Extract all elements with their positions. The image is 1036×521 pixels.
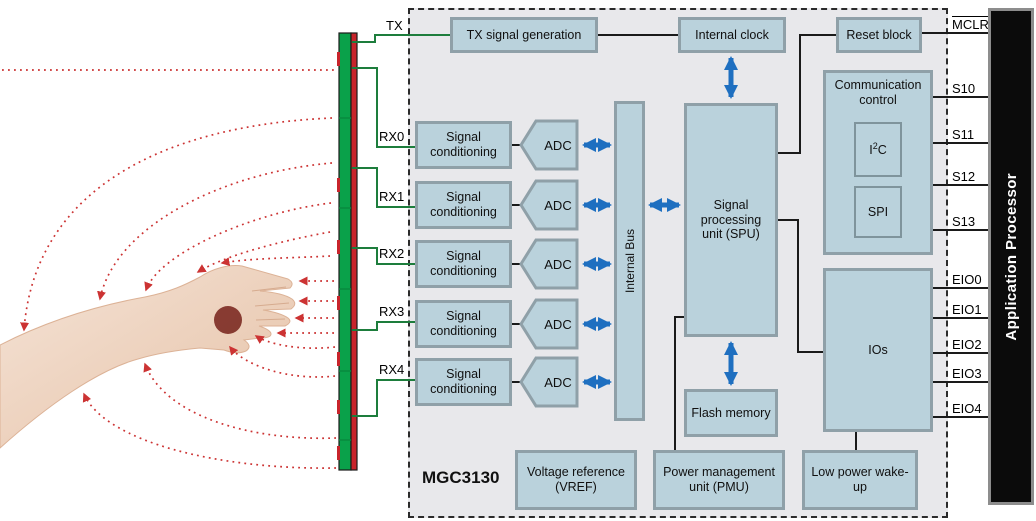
block-label: Flash memory xyxy=(691,405,771,420)
hand-shadow xyxy=(214,306,242,334)
block-label: Signal processing unit (SPU) xyxy=(700,197,762,242)
sensing-electrode xyxy=(337,32,358,471)
block-spi: SPI xyxy=(854,186,902,238)
application-processor-bar: Application Processor xyxy=(988,8,1034,505)
pin-eio0-label: EIO0 xyxy=(952,272,982,287)
block-ios: IOs xyxy=(823,268,933,432)
block-spu: Signal processing unit (SPU) xyxy=(684,103,778,337)
block-label: Internal Bus xyxy=(622,228,637,294)
block-label: Signal conditioning xyxy=(430,190,497,219)
pin-eio4-label: EIO4 xyxy=(952,401,982,416)
block-label: Communication control xyxy=(834,78,922,107)
block-label: Internal clock xyxy=(695,27,769,42)
block-signal-conditioning-1: Signal conditioning xyxy=(415,181,512,229)
pin-eio1-label: EIO1 xyxy=(952,302,982,317)
block-label: Power management unit (PMU) xyxy=(663,465,775,494)
adc-label: ADC xyxy=(544,257,571,272)
block-label: SPI xyxy=(867,204,889,219)
rx4-pin-label: RX4 xyxy=(379,362,405,377)
block-label: TX signal generation xyxy=(466,27,582,42)
adc-label: ADC xyxy=(544,317,571,332)
block-connectors xyxy=(512,32,990,450)
block-reset-block: Reset block xyxy=(836,17,922,53)
rx1-pin-label: RX1 xyxy=(379,189,405,204)
application-processor-label: Application Processor xyxy=(1002,172,1020,341)
pin-eio2-label: EIO2 xyxy=(952,337,982,352)
electrode-wires xyxy=(352,34,452,417)
block-i2c: I2C xyxy=(854,122,902,177)
block-flash-memory: Flash memory xyxy=(684,389,778,437)
block-pmu: Power management unit (PMU) xyxy=(653,450,785,510)
block-signal-conditioning-0: Signal conditioning xyxy=(415,121,512,169)
block-tx-signal-generation: TX signal generation xyxy=(450,17,598,53)
pin-s12-label: S12 xyxy=(952,169,976,184)
pin-s11-label: S11 xyxy=(952,127,975,142)
bidirectional-arrows xyxy=(582,56,739,390)
adc-label: ADC xyxy=(544,138,571,153)
adc-label: ADC xyxy=(544,375,571,390)
block-label: IOs xyxy=(868,342,888,357)
rx0-pin-label: RX0 xyxy=(379,129,405,144)
pin-s13-label: S13 xyxy=(952,214,976,229)
pin-mclr-label: MCLR xyxy=(952,17,989,32)
block-label: Signal conditioning xyxy=(430,130,497,159)
block-label: Voltage reference (VREF) xyxy=(527,465,625,494)
tx-pin-label: TX xyxy=(386,18,403,33)
pin-s10-label: S10 xyxy=(952,81,976,96)
block-label: Low power wake-up xyxy=(811,465,909,494)
block-label: Signal conditioning xyxy=(430,249,497,278)
block-signal-conditioning-4: Signal conditioning xyxy=(415,358,512,406)
block-internal-clock: Internal clock xyxy=(678,17,786,53)
block-label: I2C xyxy=(869,141,887,158)
block-low-power-wake-up: Low power wake-up xyxy=(802,450,918,510)
block-vref: Voltage reference (VREF) xyxy=(515,450,637,510)
block-label: Signal conditioning xyxy=(430,309,497,338)
block-internal-bus: Internal Bus xyxy=(614,101,645,421)
block-label: Signal conditioning xyxy=(430,367,497,396)
rx3-pin-label: RX3 xyxy=(379,304,405,319)
adc-blocks: ADC ADC ADC ADC ADC xyxy=(519,119,579,408)
adc-label: ADC xyxy=(544,198,571,213)
pin-eio3-label: EIO3 xyxy=(952,366,982,381)
block-signal-conditioning-3: Signal conditioning xyxy=(415,300,512,348)
chip-name-label: MGC3130 xyxy=(422,468,500,487)
block-label: Reset block xyxy=(846,27,912,42)
electric-field-lines xyxy=(2,69,337,469)
hand-illustration xyxy=(0,265,296,449)
rx2-pin-label: RX2 xyxy=(379,246,405,261)
block-signal-conditioning-2: Signal conditioning xyxy=(415,240,512,288)
